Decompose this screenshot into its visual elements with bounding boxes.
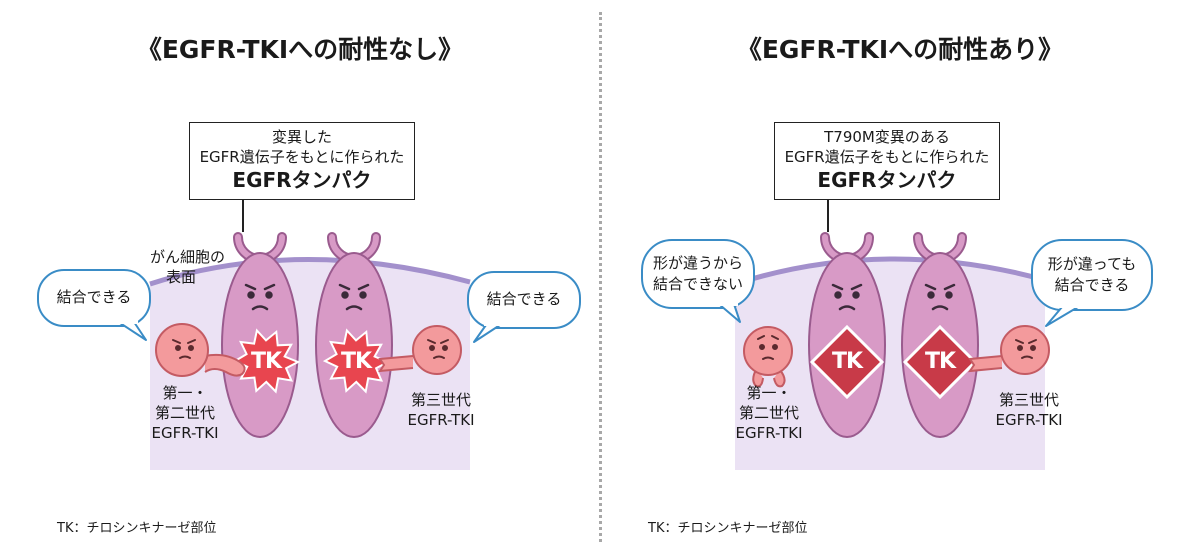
- drug-third-gen: [968, 325, 1050, 375]
- drug-character-face: [1015, 339, 1037, 359]
- panel-with-resistance: 《EGFR-TKIへの耐性あり》: [600, 0, 1200, 555]
- label-line-3: EGFRタンパク: [817, 168, 957, 192]
- drug-left-line-1: 第一・: [162, 384, 208, 402]
- label-line-3: EGFRタンパク: [232, 168, 372, 192]
- drug-right-line-1: 第三世代: [410, 391, 471, 409]
- protein-face: [924, 283, 956, 311]
- diagram-art: [641, 200, 1153, 470]
- footnote: TK：チロシンキナーゼ部位: [57, 521, 217, 536]
- bubble-left-text: 結合できる: [38, 287, 150, 308]
- bubble-line-1: 結合できる: [56, 288, 132, 306]
- drug-left-line-3: EGFR-TKI: [151, 424, 219, 442]
- membrane-edge: [149, 257, 471, 287]
- protein-face: [831, 283, 863, 311]
- bubble-line-2: 結合できる: [1054, 276, 1130, 294]
- egfr-protein-label: 変異した EGFR遺伝子をもとに作られた EGFRタンパク: [189, 122, 415, 200]
- speech-bubble: [37, 269, 151, 341]
- diagram-art: [37, 200, 581, 470]
- tk-label: TK: [340, 349, 372, 374]
- drug-left-line-1: 第一・: [746, 384, 792, 402]
- panel-divider: [599, 12, 602, 542]
- tk-label: TK: [924, 349, 956, 374]
- membrane-edge: [734, 256, 1046, 287]
- drug-character-face: [757, 335, 779, 360]
- bubble-line-1: 形が違うから: [652, 254, 743, 272]
- protein-face: [338, 283, 370, 311]
- bubble-left-text: 形が違うから 結合できない: [642, 253, 754, 295]
- panel-title: 《EGFR-TKIへの耐性なし》: [136, 35, 464, 64]
- egfr-protein-label: T790M変異のある EGFR遺伝子をもとに作られた EGFRタンパク: [774, 122, 1000, 200]
- drug-right-line-2: EGFR-TKI: [407, 411, 475, 429]
- drug-third-gen: [378, 325, 462, 375]
- bubble-right-text: 形が違っても 結合できる: [1032, 254, 1152, 296]
- tk-star-badge: [322, 328, 391, 394]
- speech-bubble: [641, 239, 755, 323]
- drug-left-line-2: 第二世代: [738, 404, 799, 422]
- drug-right-line-2: EGFR-TKI: [995, 411, 1063, 429]
- drug-character-face: [427, 339, 449, 359]
- drug-right-line-1: 第三世代: [998, 391, 1059, 409]
- cell-surface-line-1: がん細胞の: [150, 248, 226, 266]
- drug-left-line-2: 第二世代: [154, 404, 215, 422]
- drug-left-label: 第一・ 第二世代 EGFR-TKI: [724, 383, 814, 443]
- label-line-1: 変異した: [271, 128, 332, 146]
- label-line-2: EGFR遺伝子をもとに作られた: [784, 148, 990, 166]
- bubble-line-2: 結合できない: [652, 275, 743, 293]
- drug-right-label: 第三世代 EGFR-TKI: [984, 390, 1074, 430]
- drug-character-face: [172, 339, 196, 359]
- drug-first-second-gen: [155, 323, 246, 377]
- bubble-line-1: 形が違っても: [1047, 255, 1137, 273]
- panel-title: 《EGFR-TKIへの耐性あり》: [736, 35, 1064, 64]
- bubble-right-text: 結合できる: [468, 289, 580, 310]
- drug-left-label: 第一・ 第二世代 EGFR-TKI: [140, 383, 230, 443]
- tk-label: TK: [831, 349, 863, 374]
- drug-left-line-3: EGFR-TKI: [735, 424, 803, 442]
- drug-first-second-gen: [743, 326, 793, 388]
- label-line-2: EGFR遺伝子をもとに作られた: [199, 148, 405, 166]
- panel-no-resistance: 《EGFR-TKIへの耐性なし》: [37, 35, 581, 536]
- tk-diamond-badge: [809, 324, 885, 400]
- cell-surface-label: がん細胞の 表面: [150, 247, 225, 287]
- cell-surface-line-2: 表面: [166, 268, 197, 286]
- bubble-line-1: 結合できる: [486, 290, 562, 308]
- protein-face: [244, 283, 276, 311]
- drug-right-label: 第三世代 EGFR-TKI: [396, 390, 486, 430]
- tk-diamond-badge: [902, 324, 978, 400]
- speech-bubble: [467, 271, 581, 343]
- speech-bubble: [1031, 239, 1153, 327]
- footnote: TK：チロシンキナーゼ部位: [648, 521, 808, 536]
- label-line-1: T790M変異のある: [824, 128, 950, 146]
- tk-label: TK: [250, 349, 282, 374]
